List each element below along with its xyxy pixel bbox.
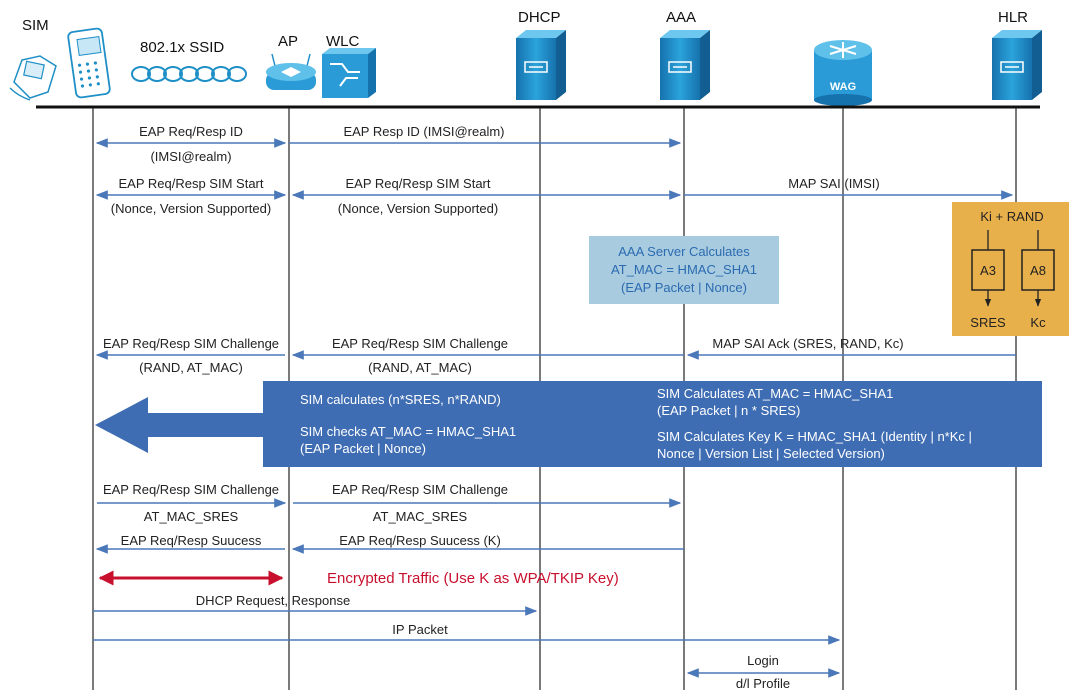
a8-label: A8 xyxy=(1030,263,1046,278)
msg-sim-start-2-sub: (Nonce, Version Supported) xyxy=(338,201,498,216)
sres-label: SRES xyxy=(970,315,1006,330)
sim-calc-arrow xyxy=(95,397,263,453)
dhcp-label: DHCP xyxy=(518,9,561,26)
sim-calc-l2: SIM checks AT_MAC = HMAC_SHA1 xyxy=(300,424,516,439)
sim-calc-l3: (EAP Packet | Nonce) xyxy=(300,441,426,456)
hlr-branch-lines xyxy=(984,230,1042,307)
msg-ip-packet: IP Packet xyxy=(392,622,448,637)
sim-calc-r3: SIM Calculates Key K = HMAC_SHA1 (Identi… xyxy=(657,429,972,444)
msg-encrypted: Encrypted Traffic (Use K as WPA/TKIP Key… xyxy=(327,570,619,587)
msg-map-sai: MAP SAI (IMSI) xyxy=(788,176,880,191)
wireless-signal-icon xyxy=(131,66,247,82)
hlr-server-icon xyxy=(992,30,1042,100)
hlr-label: HLR xyxy=(998,9,1028,26)
wlc-controller-icon xyxy=(322,48,376,98)
sim-card-icon xyxy=(9,55,57,101)
aaa-server-icon xyxy=(660,30,710,100)
msg-sim-start-1-sub: (Nonce, Version Supported) xyxy=(111,201,271,216)
msg-sim-challenge-4-sub: AT_MAC_SRES xyxy=(373,509,468,524)
msg-sim-start-1: EAP Req/Resp SIM Start xyxy=(119,176,264,191)
a8-box xyxy=(1021,249,1055,291)
aaa-calc-line3: (EAP Packet | Nonce) xyxy=(621,280,747,295)
msg-login: Login xyxy=(747,653,779,668)
hlr-ki-rand: Ki + RAND xyxy=(980,209,1043,224)
wag-label: WAG xyxy=(830,81,856,93)
dhcp-server-icon xyxy=(516,30,566,100)
aaa-calc-box xyxy=(589,236,779,304)
kc-label: Kc xyxy=(1030,315,1046,330)
msg-eap-id-sub: (IMSI@realm) xyxy=(150,149,231,164)
wlc-label: WLC xyxy=(326,33,360,50)
msg-sim-challenge-2-sub: (RAND, AT_MAC) xyxy=(368,360,472,375)
msg-eap-id: EAP Req/Resp ID xyxy=(139,124,243,139)
sim-label: SIM xyxy=(22,17,49,34)
a3-box xyxy=(971,249,1005,291)
msg-map-sai-ack: MAP SAI Ack (SRES, RAND, Kc) xyxy=(712,336,903,351)
msg-sim-challenge-4: EAP Req/Resp SIM Challenge xyxy=(332,482,508,497)
sim-calc-r1: SIM Calculates AT_MAC = HMAC_SHA1 xyxy=(657,386,893,401)
aaa-calc-line2: AT_MAC = HMAC_SHA1 xyxy=(611,262,757,277)
aaa-label: AAA xyxy=(666,9,696,26)
sim-calc-r4: Nonce | Version List | Selected Version) xyxy=(657,446,885,461)
mobile-phone-icon xyxy=(67,27,111,99)
ap-label: AP xyxy=(278,33,298,50)
msg-profile: d/l Profile xyxy=(736,676,790,690)
msg-sim-challenge-3-sub: AT_MAC_SRES xyxy=(144,509,239,524)
msg-success-2: EAP Req/Resp Suucess (K) xyxy=(339,533,501,548)
msg-sim-challenge-1: EAP Req/Resp SIM Challenge xyxy=(103,336,279,351)
msg-success-1: EAP Req/Resp Suucess xyxy=(121,533,262,548)
msg-sim-start-2: EAP Req/Resp SIM Start xyxy=(346,176,491,191)
msg-eap-resp-id: EAP Resp ID (IMSI@realm) xyxy=(343,124,504,139)
sim-calc-r2: (EAP Packet | n * SRES) xyxy=(657,403,800,418)
access-point-icon xyxy=(266,53,316,90)
ssid-label: 802.1x SSID xyxy=(140,39,224,56)
wag-gateway-icon xyxy=(814,40,872,106)
msg-sim-challenge-1-sub: (RAND, AT_MAC) xyxy=(139,360,243,375)
sim-calc-box xyxy=(263,381,1042,467)
sim-calc-l1: SIM calculates (n*SRES, n*RAND) xyxy=(300,392,501,407)
msg-sim-challenge-2: EAP Req/Resp SIM Challenge xyxy=(332,336,508,351)
msg-dhcp: DHCP Request, Response xyxy=(196,593,350,608)
a3-label: A3 xyxy=(980,263,996,278)
aaa-calc-line1: AAA Server Calculates xyxy=(618,244,750,259)
msg-sim-challenge-3: EAP Req/Resp SIM Challenge xyxy=(103,482,279,497)
